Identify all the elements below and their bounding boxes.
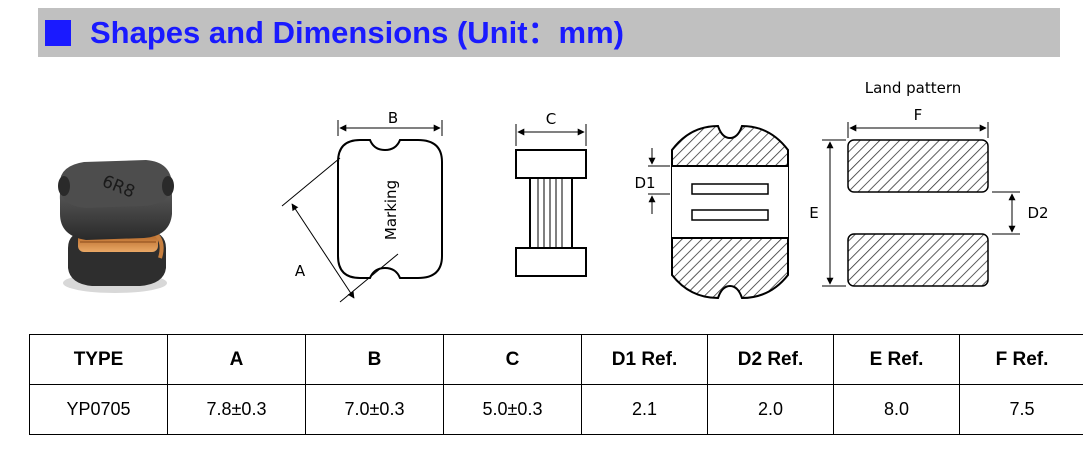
marking-label: Marking — [382, 180, 400, 240]
col-header-c: C — [443, 334, 582, 385]
top-view: Marking B A — [281, 109, 443, 303]
dim-c-label: C — [546, 110, 556, 128]
table-header-row: TYPE A B C D1 Ref. D2 Ref. E Ref. F Ref. — [29, 334, 1083, 385]
dim-a-label: A — [295, 262, 306, 280]
dim-b-label: B — [388, 109, 398, 127]
col-header-e: E Ref. — [833, 334, 960, 385]
inductor-photo: 6R8 — [58, 160, 174, 293]
cell-e: 8.0 — [833, 384, 960, 435]
col-header-b: B — [305, 334, 444, 385]
col-header-f: F Ref. — [959, 334, 1083, 385]
section-title: Shapes and Dimensions (Unit：mm) — [90, 15, 624, 50]
section-header: Shapes and Dimensions (Unit：mm) — [38, 8, 1060, 57]
col-header-d1: D1 Ref. — [581, 334, 708, 385]
bottom-view: D1 — [634, 124, 789, 300]
dim-f-label: F — [914, 106, 923, 124]
dimension-drawing: 6R8 Marking B A C — [58, 79, 1049, 303]
dim-d2-label: D2 — [1027, 204, 1048, 222]
cell-a: 7.8±0.3 — [167, 384, 306, 435]
cell-d2: 2.0 — [707, 384, 834, 435]
header-bullet-icon — [45, 20, 71, 46]
side-view: C — [515, 110, 587, 277]
col-header-d2: D2 Ref. — [707, 334, 834, 385]
col-header-a: A — [167, 334, 306, 385]
cell-f: 7.5 — [959, 384, 1083, 435]
dimension-table: TYPE A B C D1 Ref. D2 Ref. E Ref. F Ref.… — [29, 334, 1083, 435]
table-row: YP0705 7.8±0.3 7.0±0.3 5.0±0.3 2.1 2.0 8… — [29, 384, 1083, 435]
cell-b: 7.0±0.3 — [305, 384, 444, 435]
land-pattern: Land pattern F E D2 — [809, 79, 1049, 287]
land-pattern-label: Land pattern — [865, 79, 961, 97]
cell-type: YP0705 — [29, 384, 168, 435]
cell-d1: 2.1 — [581, 384, 708, 435]
col-header-type: TYPE — [29, 334, 168, 385]
dim-d1-label: D1 — [634, 174, 655, 192]
cell-c: 5.0±0.3 — [443, 384, 582, 435]
dim-e-label: E — [809, 204, 818, 222]
